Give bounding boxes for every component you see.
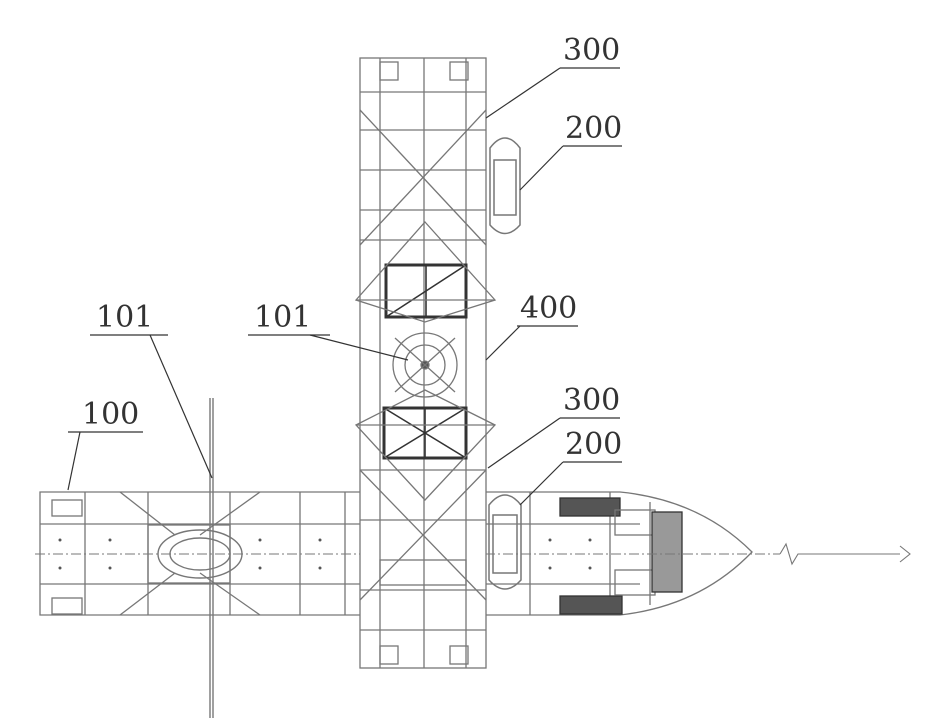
boat-top [490, 138, 520, 234]
label-200-top: 200 [565, 111, 622, 146]
label-101-center: 101 [254, 300, 311, 335]
label-300-top: 300 [563, 33, 620, 68]
boat-bottom [489, 495, 521, 589]
label-300-bottom: 300 [563, 383, 620, 418]
label-100: 100 [82, 397, 139, 432]
rotor-left [158, 398, 242, 718]
leader-lines [68, 68, 622, 505]
label-101-left: 101 [96, 300, 153, 335]
label-400: 400 [520, 291, 577, 326]
label-200-bottom: 200 [565, 427, 622, 462]
